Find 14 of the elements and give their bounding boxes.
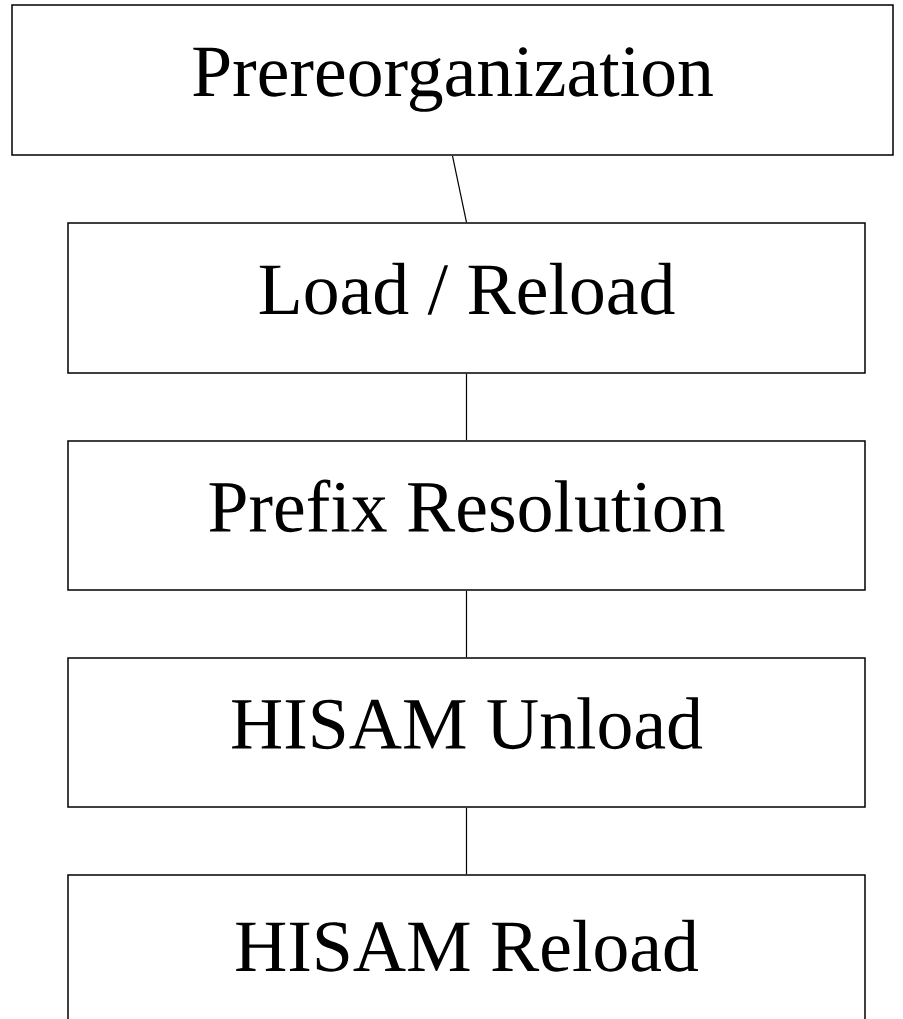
connector-line [465,590,468,658]
process-box [67,874,866,1019]
box-label: Load / Reload [259,262,675,315]
box-label: HISAM Reload [236,919,698,972]
connector-line [465,807,468,875]
box-label: Prefix Resolution [209,479,725,533]
process-box [11,4,894,156]
connector-line [451,155,468,223]
process-box [67,222,866,374]
box-label: HISAM Unload [232,697,703,750]
box-label: Prereorganization [193,47,713,112]
connector-line [465,373,468,441]
process-box [67,657,866,808]
process-box [67,440,866,591]
